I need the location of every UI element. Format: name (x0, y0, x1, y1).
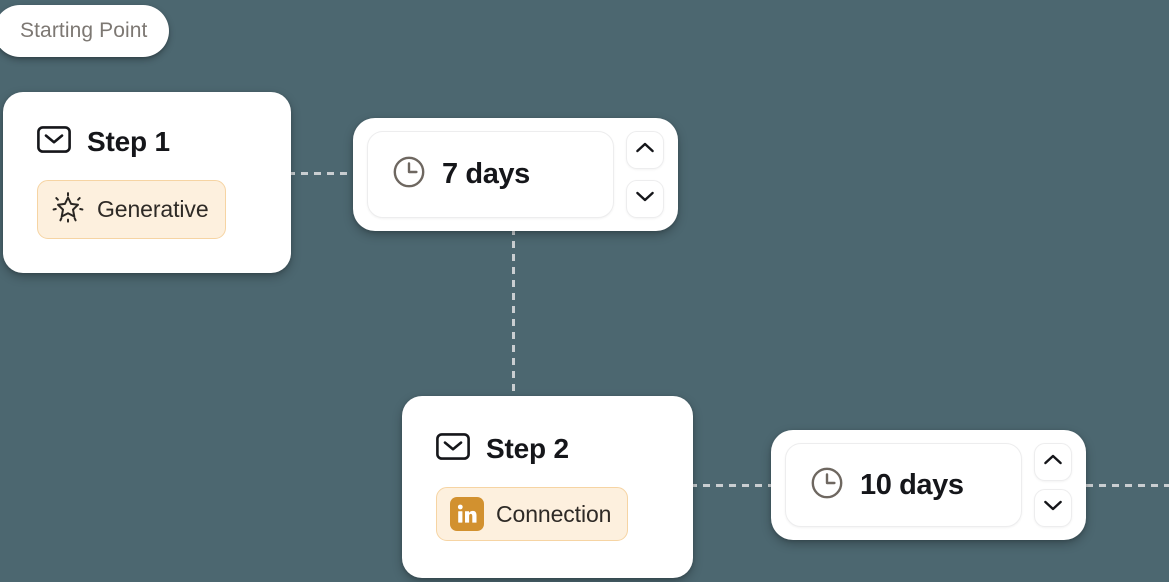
chevron-up-icon (1043, 453, 1063, 471)
chevron-down-icon (1043, 499, 1063, 517)
delay-2-value: 10 days (860, 468, 964, 501)
delay-1-stepper (626, 131, 664, 218)
connector-delay2-outgoing (1086, 484, 1169, 487)
clock-icon (810, 466, 844, 505)
step-card-1[interactable]: Step 1 Generative (3, 92, 291, 273)
step-1-title: Step 1 (87, 126, 170, 157)
clock-icon (392, 155, 426, 194)
delay-1-increment-button[interactable] (626, 131, 664, 169)
starting-point-pill[interactable]: Starting Point (0, 5, 170, 57)
envelope-icon (37, 126, 71, 158)
envelope-icon (436, 433, 470, 465)
step-1-header: Step 1 (37, 126, 257, 158)
step-1-badge[interactable]: Generative (37, 180, 226, 239)
sparkle-star-icon (51, 190, 85, 229)
delay-1-value: 7 days (442, 158, 530, 190)
delay-2-stepper (1034, 443, 1072, 527)
connector-step2-to-delay2 (690, 484, 778, 487)
delay-2-decrement-button[interactable] (1034, 489, 1072, 527)
step-card-2[interactable]: Step 2 Connection (402, 396, 693, 578)
connector-step1-to-delay1 (288, 172, 360, 175)
step-2-title: Step 2 (486, 433, 569, 464)
connector-delay1-to-step2 (512, 228, 515, 402)
step-1-badge-label: Generative (97, 196, 209, 222)
delay-node-2[interactable]: 10 days (771, 430, 1086, 540)
delay-node-1[interactable]: 7 days (353, 118, 678, 231)
delay-1-decrement-button[interactable] (626, 180, 664, 218)
step-2-badge[interactable]: Connection (436, 487, 629, 541)
step-2-header: Step 2 (436, 433, 659, 465)
chevron-up-icon (635, 141, 655, 159)
linkedin-icon (450, 497, 484, 531)
delay-2-value-field[interactable]: 10 days (785, 443, 1022, 527)
delay-2-increment-button[interactable] (1034, 443, 1072, 481)
chevron-down-icon (635, 190, 655, 208)
step-2-badge-label: Connection (496, 500, 612, 527)
starting-point-label: Starting Point (20, 19, 148, 42)
delay-1-value-field[interactable]: 7 days (367, 131, 614, 218)
